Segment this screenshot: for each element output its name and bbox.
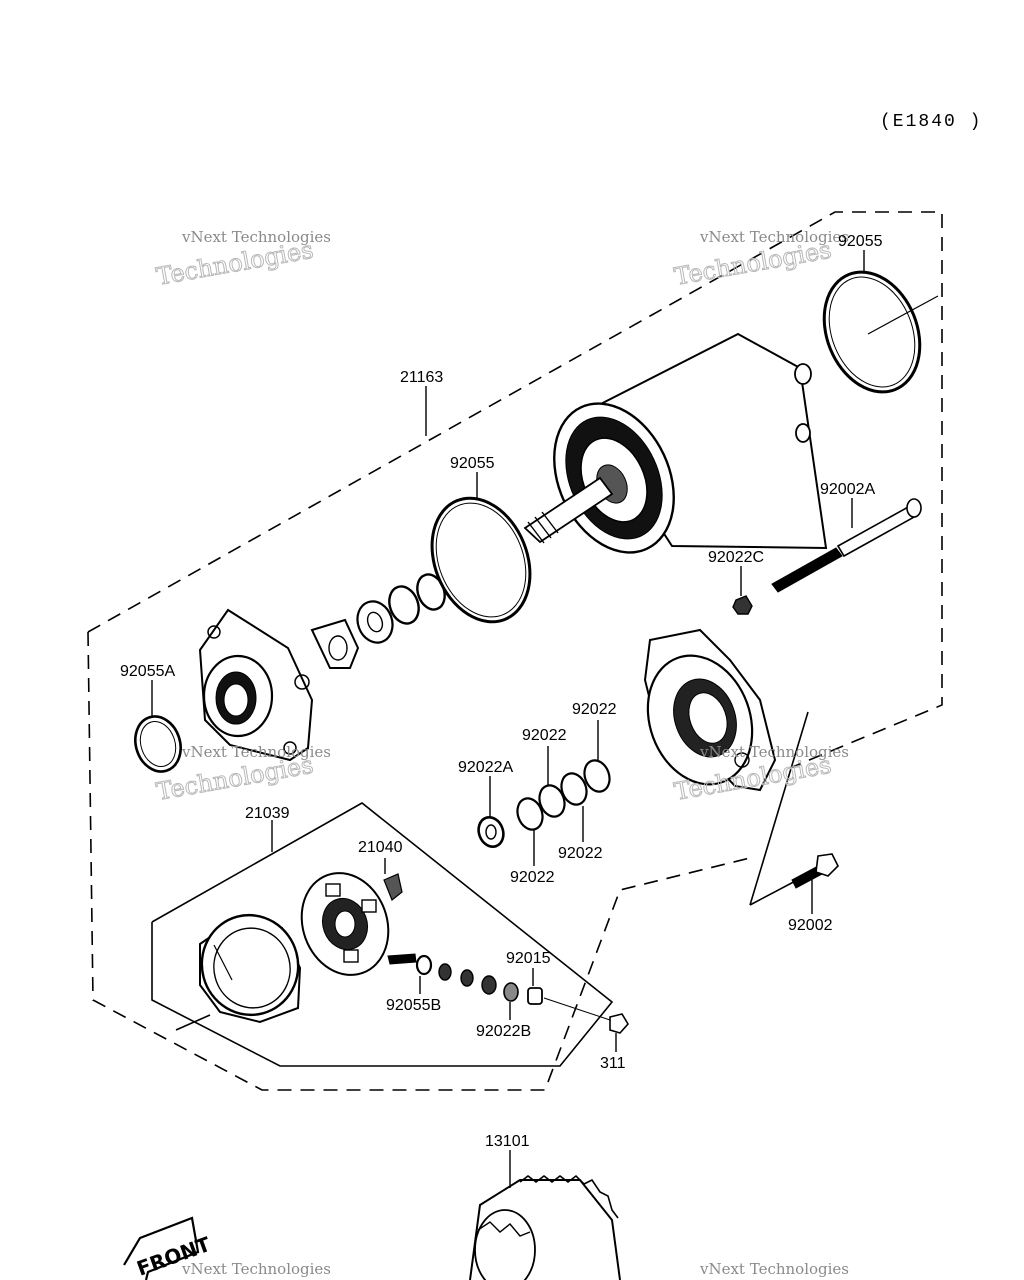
bolt-92002 <box>791 853 839 889</box>
label-21040: 21040 <box>358 839 403 856</box>
label-92055B: 92055B <box>386 997 441 1014</box>
label-21163: 21163 <box>400 369 443 386</box>
shim-92022-1 <box>516 797 544 831</box>
label-92055A: 92055A <box>120 663 175 680</box>
label-13101: 13101 <box>485 1133 530 1150</box>
washer-small-1 <box>438 963 452 981</box>
label-21039: 21039 <box>245 805 290 822</box>
assembly-boundary-21163 <box>87 211 943 1091</box>
shim-92022-3 <box>560 772 588 806</box>
label-92022B: 92022B <box>476 1023 531 1040</box>
svg-text:vNext Technologies: vNext Technologies <box>181 228 331 246</box>
watermark-top-right: vNext Technologies Technologies <box>672 228 849 291</box>
front-cover <box>198 608 314 762</box>
svg-text:vNext Technologies: vNext Technologies <box>699 228 849 246</box>
label-311: 311 <box>600 1055 626 1072</box>
o-ring-92055B <box>415 954 433 976</box>
label-92055-top: 92055 <box>838 233 883 250</box>
washer-3 <box>356 600 394 644</box>
brush-ring <box>199 913 302 1024</box>
label-92022-c: 92022 <box>558 845 603 862</box>
svg-text:vNext Technologies: vNext Technologies <box>181 1260 331 1278</box>
watermark-top-left: vNext Technologies Technologies <box>154 228 331 291</box>
svg-text:vNext Technologies: vNext Technologies <box>699 1260 849 1278</box>
label-92002A: 92002A <box>820 481 875 498</box>
washer-small-2 <box>460 969 474 987</box>
label-92022-d: 92022 <box>510 869 555 886</box>
leader-lines <box>151 250 865 1188</box>
washer-92022B <box>503 982 519 1002</box>
washer-2 <box>388 585 420 625</box>
label-92022-b: 92022 <box>522 727 567 744</box>
o-ring-92055-top <box>822 270 922 394</box>
bolt-92002A <box>771 498 922 593</box>
shim-92022-4 <box>583 759 611 793</box>
label-92002: 92002 <box>788 917 833 934</box>
nut-92022C <box>732 595 753 615</box>
gear-13101 <box>469 1174 621 1280</box>
motor-body <box>523 332 828 554</box>
label-92015: 92015 <box>506 950 551 967</box>
svg-text:vNext Technologies: vNext Technologies <box>181 743 331 761</box>
brush-plate <box>300 872 417 976</box>
collar-92015 <box>527 987 543 1005</box>
watermark-bottom-right: vNext Technologies <box>699 1260 849 1278</box>
shim-92022-2 <box>538 784 566 818</box>
front-arrow-icon <box>123 1216 200 1280</box>
rear-housing <box>643 628 777 792</box>
washer-small-3 <box>481 975 497 995</box>
label-92022-a: 92022 <box>572 701 617 718</box>
label-92022C: 92022C <box>708 549 764 566</box>
watermark-bottom-left: vNext Technologies <box>181 1260 331 1278</box>
label-92055-mid: 92055 <box>450 455 495 472</box>
washer-1 <box>416 573 446 611</box>
o-ring-92055-mid <box>430 496 532 624</box>
diagram-code: (E1840 ) <box>880 112 983 132</box>
svg-text:vNext Technologies: vNext Technologies <box>699 743 849 761</box>
shim-92022A <box>477 816 505 848</box>
o-ring-92055A <box>134 715 182 773</box>
bracket-plate <box>310 618 360 669</box>
label-92022A: 92022A <box>458 759 513 776</box>
nut-311 <box>609 1013 629 1034</box>
